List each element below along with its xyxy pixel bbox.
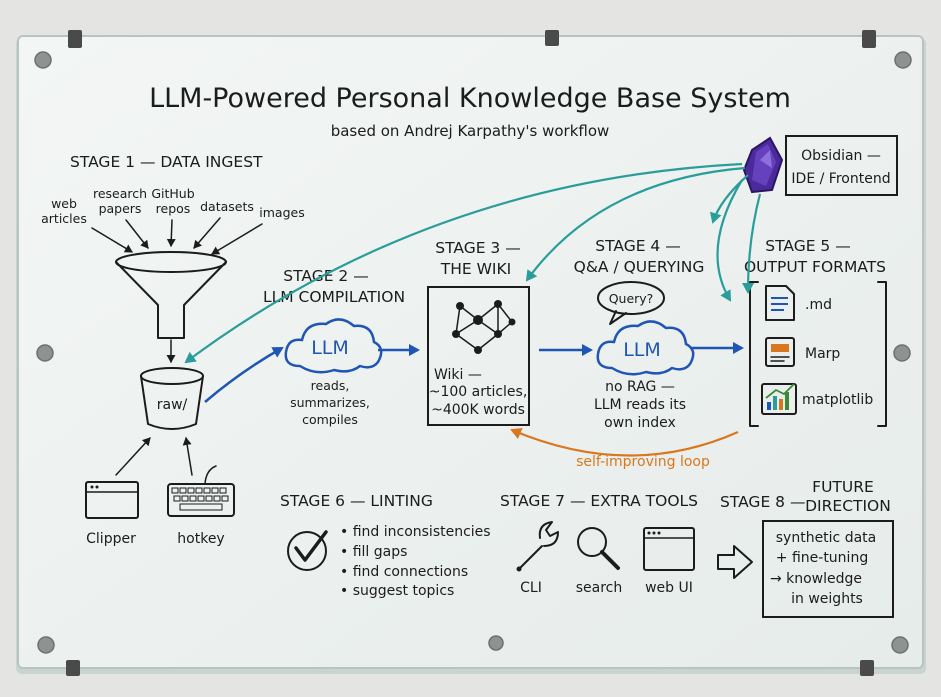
source-arrows (91, 217, 263, 255)
stage6-heading: STAGE 6 — LINTING (280, 492, 433, 510)
knowledge-graph-icon (452, 300, 516, 354)
stage3-heading-1: STAGE 3 — (435, 239, 520, 257)
stage7-heading: STAGE 7 — EXTRA TOOLS (500, 492, 698, 510)
stage2-heading-1: STAGE 2 — (283, 267, 368, 285)
format-matplotlib-label: matplotlib (802, 392, 873, 408)
stage4-desc-3: own index (604, 415, 676, 431)
wiki-desc-3: ~400K words (431, 402, 525, 418)
lint-item-3: • find connections (340, 564, 468, 580)
future-line-2: + fine-tuning (776, 550, 868, 566)
stage1-sources: web articles research papers GitHub repo… (41, 186, 305, 226)
hotkey-arrow (182, 437, 193, 476)
output-bracket-left (749, 281, 759, 427)
stage4-heading-2: Q&A / QUERYING (574, 258, 705, 276)
query-speech-bubble (597, 281, 665, 325)
top-clip-left (68, 30, 82, 48)
stage4-desc-1: no RAG — (605, 379, 675, 395)
lint-item-2: • fill gaps (340, 544, 407, 560)
stage8-heading-1: STAGE 8 — (720, 493, 805, 511)
tool-cli-label: CLI (520, 580, 542, 596)
obsidian-box (785, 135, 898, 196)
future-line-4: in weights (791, 591, 863, 607)
stage2-llm-label: LLM (311, 337, 349, 359)
stage2-desc-1: reads, (311, 378, 350, 393)
magnifier-icon (577, 527, 620, 570)
standoff-screws (34, 51, 912, 654)
stage4-heading-1: STAGE 4 — (595, 237, 680, 255)
stage8-heading-2b: DIRECTION (805, 497, 891, 515)
source-web-articles-1: web (51, 196, 77, 211)
obsidian-connection-arrows (184, 162, 762, 364)
marp-slides-icon (765, 337, 795, 367)
self-improving-loop-label: self-improving loop (576, 454, 710, 470)
bottom-clip-left (66, 660, 80, 676)
raw-to-llm-arrow (204, 346, 284, 403)
keyboard-icon (167, 465, 235, 517)
output-bracket-right (877, 281, 887, 427)
raw-folder-label: raw/ (157, 397, 188, 413)
clipper-arrow (115, 437, 151, 476)
query-bubble-text: Query? (609, 291, 654, 306)
future-line-3: → knowledge (770, 571, 862, 587)
lint-item-1: • find inconsistencies (340, 524, 491, 540)
obsidian-icon (742, 136, 784, 194)
wiki-box (427, 286, 530, 426)
clipper-label: Clipper (86, 531, 136, 547)
source-web-articles-2: articles (41, 211, 87, 226)
tool-search-label: search (576, 580, 623, 596)
source-research-papers-2: papers (99, 201, 142, 216)
top-clip-right (862, 30, 876, 48)
wiki-desc-1: Wiki — (434, 367, 482, 383)
top-clip-mid (545, 30, 559, 46)
tool-webui-label: web UI (645, 580, 693, 596)
matplotlib-chart-icon (761, 383, 797, 415)
future-direction-box (762, 520, 894, 618)
future-line-1: synthetic data (776, 530, 877, 546)
funnel-icon (115, 251, 227, 339)
source-research-papers-1: research (93, 186, 147, 201)
source-images: images (259, 205, 304, 220)
stage8-heading-2a: FUTURE (812, 478, 874, 496)
source-github-repos-2: repos (156, 201, 191, 216)
source-datasets: datasets (200, 199, 254, 214)
stage4-desc-2: LLM reads its (594, 397, 686, 413)
web-ui-window-icon (643, 527, 695, 571)
hotkey-label: hotkey (177, 531, 224, 547)
page-title: LLM-Powered Personal Knowledge Base Syst… (149, 83, 791, 114)
format-marp-label: Marp (805, 346, 840, 362)
source-github-repos-1: GitHub (151, 186, 194, 201)
format-md-label: .md (805, 297, 832, 313)
wrench-icon (516, 521, 559, 572)
checkmark-circle-icon (287, 530, 328, 571)
obsidian-label-2: IDE / Frontend (791, 171, 890, 187)
stage5-heading-1: STAGE 5 — (765, 237, 850, 255)
lint-item-4: • suggest topics (340, 583, 454, 599)
clipper-browser-icon (85, 481, 139, 519)
raw-bucket-icon (140, 367, 204, 430)
wiki-desc-2: ~100 articles, (429, 384, 528, 400)
bottom-clip-right (860, 660, 874, 676)
stage5-heading-2: OUTPUT FORMATS (744, 258, 886, 276)
llm-cloud-icon-stage2 (284, 318, 383, 374)
stage3-heading-2: THE WIKI (440, 260, 511, 278)
stage1-heading: STAGE 1 — DATA INGEST (70, 153, 263, 171)
self-improving-loop-arrow (510, 427, 739, 457)
page-subtitle: based on Andrej Karpathy's workflow (331, 122, 610, 140)
markdown-file-icon (765, 285, 795, 321)
future-arrow-icon (717, 545, 753, 579)
glass-panel (17, 35, 924, 669)
llm-cloud-icon-stage4 (596, 320, 695, 376)
stage2-desc-3: compiles (302, 412, 358, 427)
stage4-llm-label: LLM (623, 339, 661, 361)
stage2-desc-2: summarizes, (290, 395, 370, 410)
obsidian-label-1: Obsidian — (801, 148, 881, 164)
stage2-heading-2: LLM COMPILATION (263, 288, 405, 306)
